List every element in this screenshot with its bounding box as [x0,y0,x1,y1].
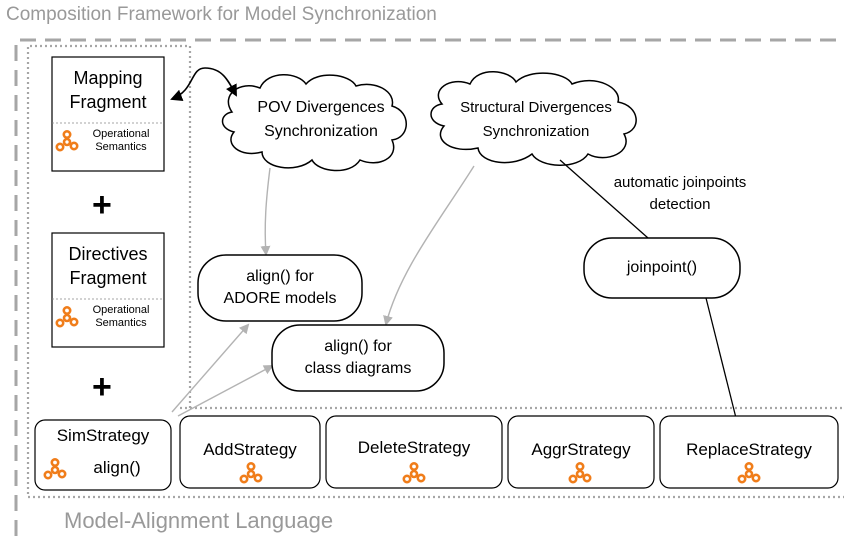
delete-strategy-label: DeleteStrategy [357,438,471,457]
joinpoint-to-replace-line [705,297,737,419]
pov-cloud-shape [221,74,407,172]
sim-strategy-box [34,419,172,491]
sim-strategy-method: align() [93,458,141,477]
mapping-fragment-title: Mapping Fragment [69,68,147,112]
directives-fragment-box [51,232,165,348]
plus-sign: + [92,186,112,224]
structural-to-joinpoint-line [559,159,649,239]
replace-strategy-box [659,415,839,489]
sim-to-class-arrow [177,365,274,417]
align-class-box [271,324,445,392]
framework-border [14,38,844,536]
mapping-semantics-label: Operational Semantics [92,128,150,153]
language-title: Model-Alignment Language [64,508,334,533]
pov-to-fragment-arrow [170,67,237,101]
align-adore-box [197,254,363,322]
structural-cloud-label: Structural Divergences Synchronization [460,99,612,140]
directives-semantics-label: Operational Semantics [92,304,150,329]
pov-to-adore-arrow [260,167,271,256]
language-border [26,44,844,499]
plus-sign: + [92,368,112,406]
pov-cloud-label: POV Divergences Synchronization [257,99,385,140]
joinpoint-detection-note: automatic joinpoints detection [613,174,747,213]
add-strategy-box [179,415,321,489]
aggr-strategy-box [507,415,655,489]
mapping-fragment-box [51,56,165,172]
structural-to-class-arrow [383,165,475,326]
aggr-strategy-label: AggrStrategy [531,440,631,459]
joinpoint-box [583,237,741,299]
replace-strategy-label: ReplaceStrategy [686,440,812,459]
sim-to-adore-arrow [171,323,250,413]
structural-cloud-shape [430,71,637,166]
align-adore-label: align() for ADORE models [223,268,337,307]
joinpoint-label: joinpoint() [626,259,698,276]
directives-fragment-title: Directives Fragment [68,244,148,288]
align-class-label: align() for class diagrams [304,338,412,377]
delete-strategy-box [325,415,503,489]
sim-strategy-label: SimStrategy [56,426,150,445]
framework-title: Composition Framework for Model Synchron… [6,4,437,25]
add-strategy-label: AddStrategy [203,440,297,459]
